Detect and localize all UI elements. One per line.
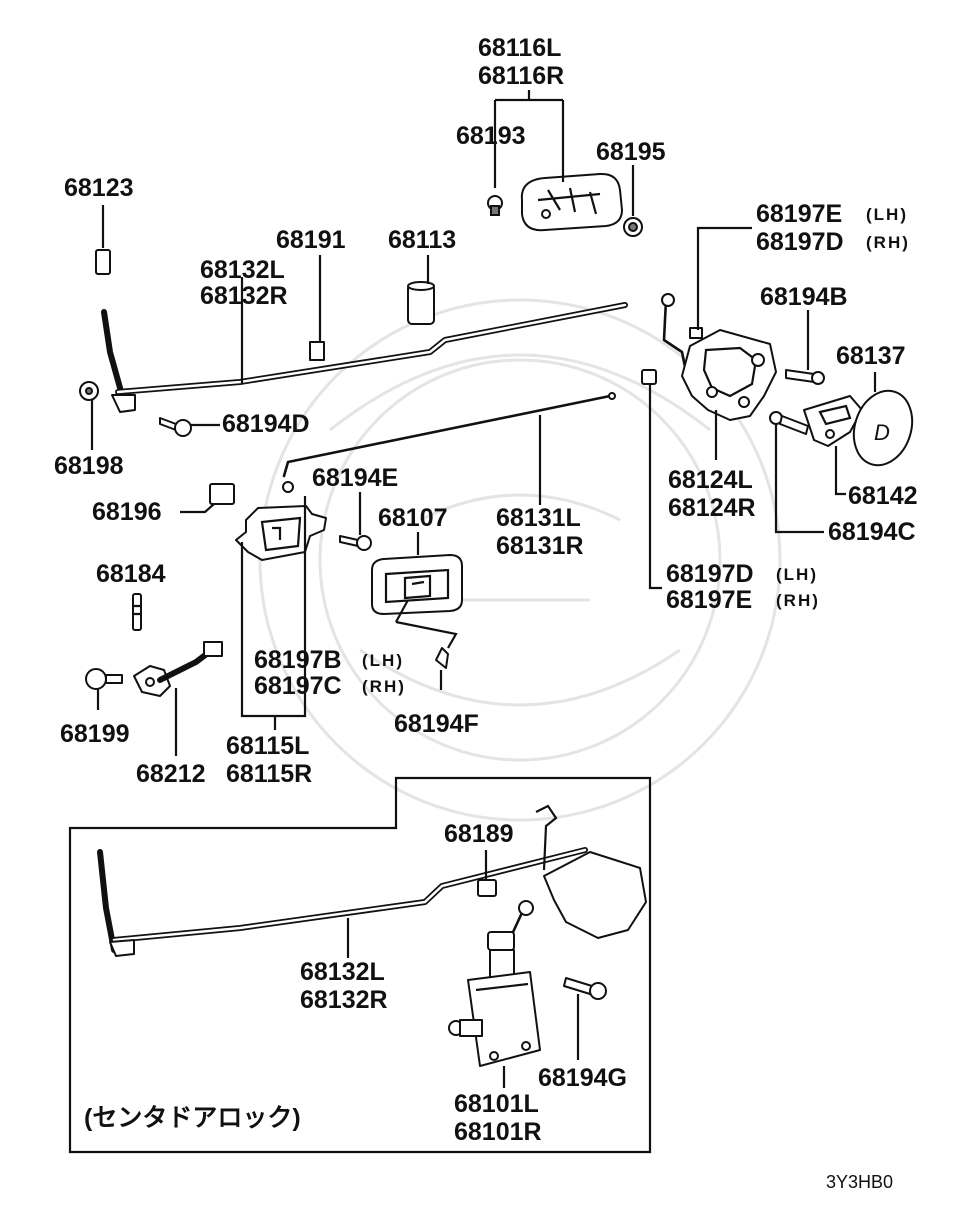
- shim-68137: D: [852, 389, 914, 467]
- door-latch-68124: [661, 293, 777, 430]
- diagram-code: 3Y3HB0: [826, 1172, 893, 1192]
- label-68194d: 68194D: [222, 410, 310, 438]
- clip-68123: [95, 249, 111, 275]
- outside-handle: [520, 172, 623, 232]
- label-68184: 68184: [96, 560, 166, 588]
- label-68194e: 68194E: [312, 464, 398, 492]
- label-68194g: 68194G: [538, 1064, 627, 1092]
- label-68212: 68212: [136, 760, 206, 788]
- screw-68194d: [159, 417, 192, 437]
- lock-rod-68132-lower: [97, 847, 588, 957]
- label-68197d: 68197D: [756, 228, 844, 256]
- label-68189: 68189: [444, 820, 514, 848]
- latch-outline-inset: [535, 804, 647, 939]
- label-68131l: 68131L: [496, 504, 581, 532]
- label-68199: 68199: [60, 720, 130, 748]
- handle-bezel-68107: [371, 554, 463, 615]
- grommet-68195: [623, 217, 643, 237]
- label-68132r: 68132R: [200, 282, 288, 310]
- label-68113: 68113: [388, 226, 456, 254]
- inside-handle: [235, 505, 327, 561]
- pin-68184: [132, 593, 142, 631]
- clip-68189: [477, 879, 497, 897]
- label-68197c-rh: (RH): [362, 677, 406, 696]
- label-68194f: 68194F: [394, 710, 479, 738]
- label-68115l: 68115L: [226, 732, 309, 760]
- striker-68142: [803, 395, 863, 447]
- lock-rod-68132: [101, 302, 628, 413]
- label-68107: 68107: [378, 504, 448, 532]
- cap-68113: [407, 281, 435, 325]
- label-68137: 68137: [836, 342, 906, 370]
- inset-title: (センタドアロック): [84, 1104, 301, 1132]
- label-68197d-rh: (RH): [866, 233, 910, 252]
- label-68124l: 68124L: [668, 466, 753, 494]
- screw-68194b: [785, 369, 825, 385]
- label-68194c: 68194C: [828, 518, 916, 546]
- label-68197e-lower-rh: (RH): [776, 591, 820, 610]
- label-68195: 68195: [596, 138, 666, 166]
- screw-68194e: [339, 535, 372, 551]
- screw-68194g: [563, 977, 607, 1000]
- label-68115r: 68115R: [226, 760, 312, 788]
- label-68116l: 68116L: [478, 34, 561, 62]
- label-68197e-lower: 68197E: [666, 586, 752, 614]
- inset-frame: [68, 776, 652, 1154]
- label-68197c: 68197C: [254, 672, 342, 700]
- label-68132l-lower: 68132L: [300, 958, 385, 986]
- label-68194b: 68194B: [760, 283, 848, 311]
- label-68101r: 68101R: [454, 1118, 542, 1146]
- svg-text:D: D: [874, 420, 890, 445]
- clip-68196: [209, 483, 235, 505]
- label-68132l: 68132L: [200, 256, 285, 284]
- rod-68131: [282, 392, 616, 478]
- label-68197b-lh: (LH): [362, 651, 404, 670]
- label-68196: 68196: [92, 498, 162, 526]
- clip-68191: [309, 341, 325, 361]
- door-check-68212: [133, 641, 223, 697]
- label-68101l: 68101L: [454, 1090, 539, 1118]
- clip-68197b: [282, 481, 294, 493]
- label-68197d-lower: 68197D: [666, 560, 754, 588]
- label-68142: 68142: [848, 482, 918, 510]
- label-68197b: 68197B: [254, 646, 342, 674]
- door-lock-actuator-68101: [448, 900, 541, 1067]
- label-68193: 68193: [456, 122, 526, 150]
- screw-68194f: [435, 647, 449, 669]
- label-68132r-lower: 68132R: [300, 986, 388, 1014]
- label-68197e-lh: (LH): [866, 205, 908, 224]
- label-68123: 68123: [64, 174, 134, 202]
- label-68116r: 68116R: [478, 62, 564, 90]
- clip-68193: [487, 195, 503, 216]
- label-68131r: 68131R: [496, 532, 584, 560]
- label-68124r: 68124R: [668, 494, 756, 522]
- label-68197d-lower-lh: (LH): [776, 565, 818, 584]
- clip-68197d: [641, 369, 657, 385]
- bolt-68199: [85, 668, 123, 690]
- label-68197e: 68197E: [756, 200, 842, 228]
- bushing-68198: [79, 381, 99, 401]
- label-68198: 68198: [54, 452, 124, 480]
- label-68191: 68191: [276, 226, 346, 254]
